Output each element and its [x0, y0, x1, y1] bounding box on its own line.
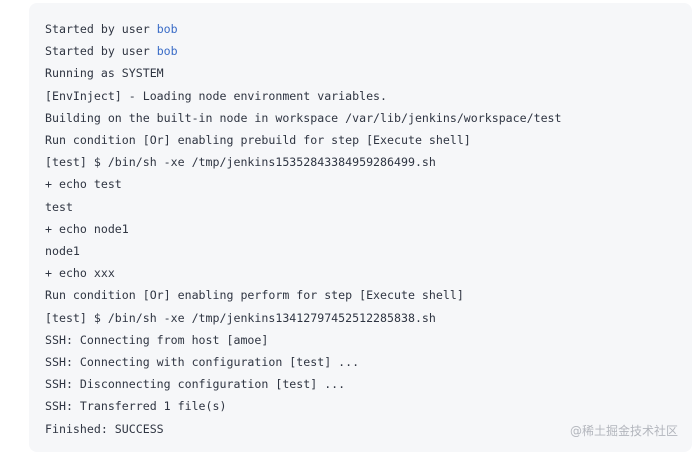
console-output: Started by user bob Started by user bob …	[29, 3, 692, 452]
console-line: [test] $ /bin/sh -xe /tmp/jenkins1341279…	[45, 310, 436, 325]
console-line: node1	[45, 244, 80, 259]
console-line: Running as SYSTEM	[45, 66, 164, 81]
console-line: + echo xxx	[45, 266, 115, 281]
console-line: [test] $ /bin/sh -xe /tmp/jenkins1535284…	[45, 155, 436, 170]
console-line: Finished: SUCCESS	[45, 421, 164, 436]
console-line: Run condition [Or] enabling prebuild for…	[45, 133, 471, 148]
console-line: + echo node1	[45, 221, 129, 236]
console-line: SSH: Connecting from host [amoe]	[45, 332, 269, 347]
console-line: [EnvInject] - Loading node environment v…	[45, 88, 388, 103]
console-line-text: Started by user	[45, 22, 157, 36]
console-line: Started by user bob	[45, 40, 692, 62]
user-link[interactable]: bob	[156, 22, 178, 36]
console-line: Building on the built-in node in workspa…	[45, 110, 562, 125]
console-line: + echo test	[45, 177, 122, 192]
console-line-text: Started by user	[45, 44, 157, 59]
console-line: test	[45, 199, 73, 214]
console-line: Run condition [Or] enabling perform for …	[45, 288, 464, 303]
watermark: @稀土掘金技术社区	[569, 424, 678, 438]
user-link[interactable]: bob	[156, 44, 178, 59]
console-line: SSH: Connecting with configuration [test…	[45, 355, 360, 370]
console-line: SSH: Disconnecting configuration [test] …	[45, 377, 346, 392]
console-line: Started by user bob	[45, 18, 692, 40]
console-line: SSH: Transferred 1 file(s)	[45, 399, 227, 414]
